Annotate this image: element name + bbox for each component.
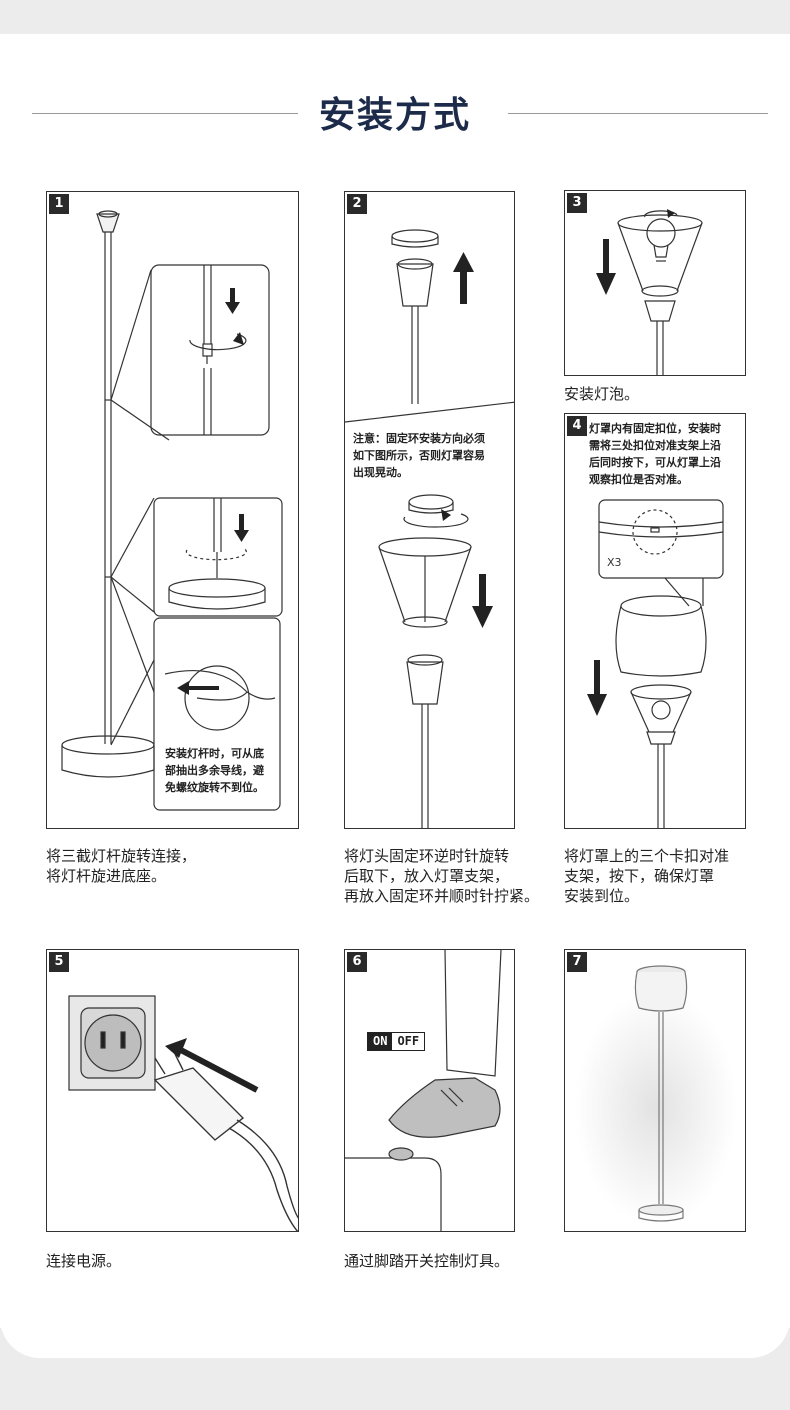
step-2-caption: 将灯头固定环逆时针旋转 后取下，放入灯罩支架， 再放入固定环并顺时针拧紧。 (344, 847, 540, 905)
step-5-panel: 5 (46, 949, 299, 1232)
step-3-caption: 安装灯泡。 (564, 385, 640, 403)
step-number: 2 (347, 194, 367, 214)
step-4-note: 灯罩内有固定扣位，安装时 需将三处扣位对准支架上沿 后同时按下，可从灯罩上沿 观… (589, 422, 721, 486)
step-6-illustration (345, 950, 502, 1231)
switch-off-label: OFF (392, 1033, 425, 1050)
step-4-caption: 将灯罩上的三个卡扣对准 支架，按下，确保灯罩 安装到位。 (564, 847, 730, 905)
step-1-illustration (61, 210, 283, 811)
step-3-illustration (596, 209, 703, 375)
rotate-arrow-icon (189, 333, 247, 351)
bottom-card-edge (0, 1298, 790, 1358)
title-rule-left (32, 113, 298, 114)
step-7-illustration (575, 965, 737, 1226)
step-1-caption: 将三截灯杆旋转连接， 将灯杆旋进底座。 (46, 847, 197, 885)
step-number: 6 (347, 952, 367, 972)
step-1-panel: 1 (46, 191, 299, 829)
page-title: 安装方式 (318, 95, 471, 136)
switch-on-label: ON (368, 1033, 393, 1050)
step-4-illustration (587, 499, 724, 828)
foot-switch-label: ON OFF (367, 1032, 426, 1051)
step-6-panel: 6 ON OFF (344, 949, 515, 1232)
x3-label: X3 (607, 556, 622, 569)
top-edge (0, 0, 790, 34)
step-1-note: 安装灯杆时，可从底 部抽出多余导线，避 免螺纹旋转不到位。 (165, 747, 264, 794)
step-number: 5 (49, 952, 69, 972)
step-6-caption: 通过脚踏开关控制灯具。 (344, 1252, 510, 1270)
step-2-panel: 2 注意：固定环安装方向必须 如下图所示，否则灯罩容易 出现晃动。 (344, 191, 515, 829)
step-2-note: 注意：固定环安装方向必须 如下图所示，否则灯罩容易 出现晃动。 (353, 432, 485, 479)
title-rule-right (508, 113, 768, 114)
step-2-illustration (345, 229, 514, 828)
step-4-panel: 4 灯罩内有固定扣位，安装时 需将三处扣位对准支架上沿 后同时按下，可从灯罩上沿… (564, 413, 746, 829)
step-number: 4 (567, 416, 587, 436)
step-3-panel: 3 (564, 190, 746, 376)
step-5-caption: 连接电源。 (46, 1252, 122, 1270)
step-number: 1 (49, 194, 69, 214)
step-7-panel: 7 (564, 949, 746, 1232)
step-number: 7 (567, 952, 587, 972)
step-5-illustration (68, 995, 298, 1231)
step-number: 3 (567, 193, 587, 213)
